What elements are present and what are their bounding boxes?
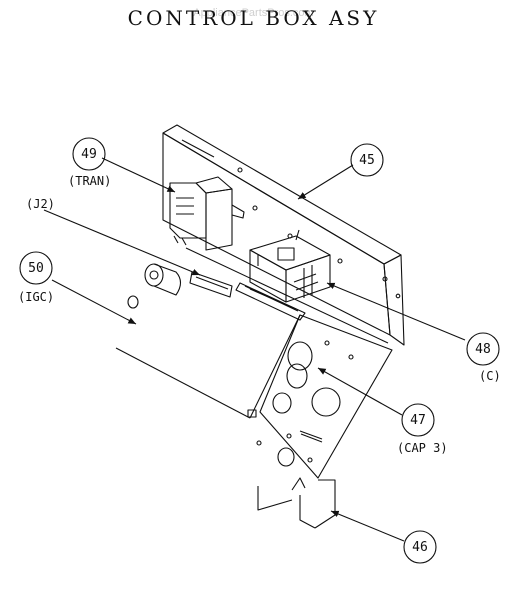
callout-50-number: 50 — [28, 261, 44, 276]
contactor — [249, 229, 331, 303]
callout-circle-48 — [466, 332, 500, 366]
callout-47-label: (CAP 3) — [397, 441, 448, 455]
callout-circle-47 — [401, 403, 435, 437]
cover-bracket — [257, 477, 336, 529]
watermark: AppliancePartsPros.com — [193, 7, 314, 19]
callout-49-number: 49 — [81, 147, 97, 162]
j2-label: (J2) — [26, 197, 55, 211]
callout-49-label: (TRAN) — [68, 174, 111, 188]
j2-connector — [189, 271, 233, 298]
callout-circle-50 — [19, 251, 53, 285]
callout-48-number: 48 — [475, 342, 491, 357]
leader-lines — [43, 157, 466, 542]
callout-48-label: (C) — [479, 369, 501, 383]
callout-circle-49 — [72, 137, 106, 171]
callout-45-number: 45 — [359, 153, 375, 168]
bracket — [256, 314, 393, 479]
ignition-control-plate — [115, 282, 306, 419]
diagram-title: CONTROL BOX ASY — [127, 6, 380, 30]
callout-circle-46 — [403, 530, 437, 564]
callout-46-number: 46 — [412, 540, 428, 555]
callout-circle-45 — [350, 143, 384, 177]
callout-47-number: 47 — [410, 413, 426, 428]
ignition-module — [127, 263, 182, 309]
transformer — [169, 176, 245, 251]
callout-50-label: (IGC) — [18, 290, 54, 304]
